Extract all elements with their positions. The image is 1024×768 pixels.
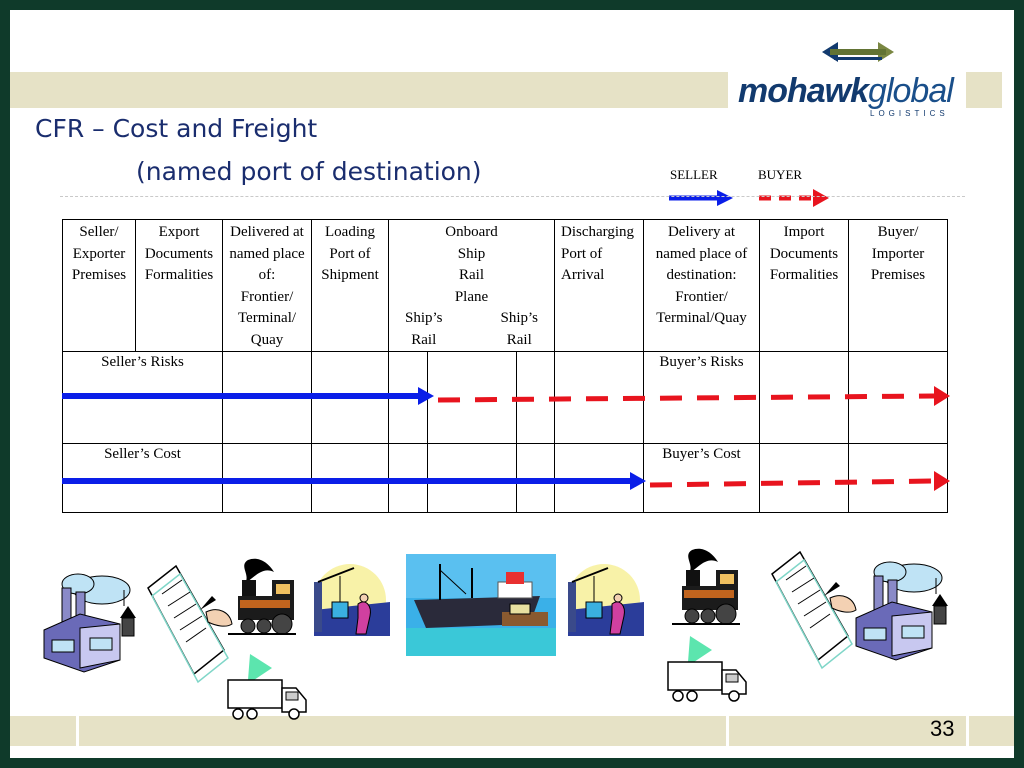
separator-line <box>60 196 965 197</box>
header-band <box>10 72 728 108</box>
legend-buyer-label: BUYER <box>758 167 803 182</box>
clipart-strip <box>43 547 949 720</box>
legend-arrows <box>669 189 829 207</box>
train-icon-right <box>671 547 741 625</box>
train-icon-left <box>227 557 297 635</box>
legend-seller-label: SELLER <box>670 167 718 182</box>
factory-icon-left <box>43 573 137 673</box>
logo-wordmark: mohawkglobal <box>738 72 954 110</box>
slide-subtitle: (named port of destination) <box>136 157 482 186</box>
legend-buyer-arrow <box>759 189 829 207</box>
logo-subtitle: LOGISTICS <box>870 109 949 118</box>
double-arrow-icon <box>822 42 894 62</box>
buyer-cost-label: Buyer’s Cost <box>643 443 760 513</box>
crane-port-icon-right <box>567 563 645 637</box>
page-number: 33 <box>930 716 955 741</box>
truck-icon-right <box>667 635 747 702</box>
cargo-ship-icon <box>405 553 557 657</box>
footer-band <box>10 716 1014 746</box>
document-signing-icon-left <box>147 565 233 683</box>
slide: mohawkglobal LOGISTICS CFR – Cost and Fr… <box>10 10 1014 758</box>
factory-icon-right <box>855 561 949 661</box>
legend-seller-arrow <box>669 190 733 206</box>
company-logo: mohawkglobal LOGISTICS <box>738 36 978 118</box>
document-signing-icon-right <box>771 551 857 669</box>
crane-port-icon-left <box>313 563 391 637</box>
slide-title: CFR – Cost and Freight <box>35 114 318 143</box>
truck-icon-left <box>227 653 307 720</box>
header-band-right <box>966 72 1002 108</box>
